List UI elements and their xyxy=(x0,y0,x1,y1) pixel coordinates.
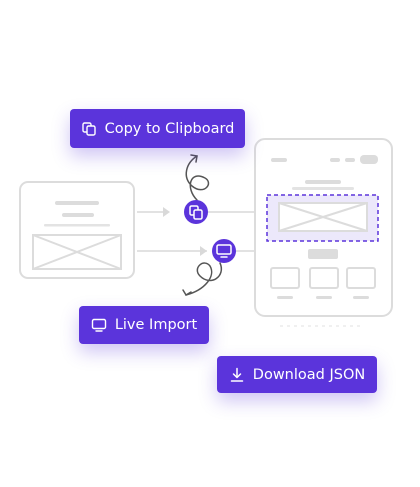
live-import-button[interactable]: Live Import xyxy=(79,306,209,344)
copy-node xyxy=(184,200,208,224)
source-wireframe xyxy=(19,181,135,279)
download-json-label: Download JSON xyxy=(252,366,366,383)
curved-arrow-copy xyxy=(185,154,210,201)
download-json-button[interactable]: Download JSON xyxy=(217,356,377,393)
download-icon xyxy=(229,367,245,383)
target-wireframe xyxy=(254,138,393,327)
monitor-node xyxy=(212,239,236,263)
connector-arrowheads xyxy=(163,207,207,256)
copy-button-label: Copy to Clipboard xyxy=(104,120,235,137)
monitor-icon xyxy=(91,317,107,333)
live-import-label: Live Import xyxy=(114,317,198,333)
curved-arrow-live xyxy=(182,262,223,297)
copy-icon xyxy=(81,121,97,137)
copy-to-clipboard-button[interactable]: Copy to Clipboard xyxy=(70,109,245,148)
connector-lines xyxy=(137,211,255,252)
